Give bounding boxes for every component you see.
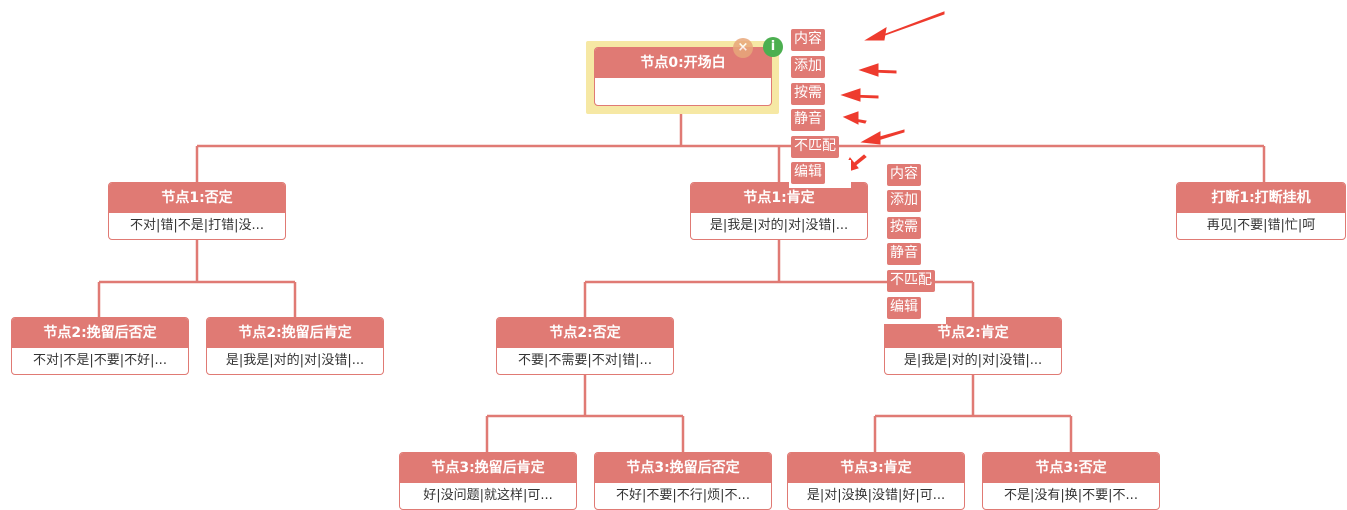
- menu-item-on-demand[interactable]: 按需: [791, 83, 825, 105]
- node-title: 节点1:肯定: [691, 183, 867, 213]
- node-title: 节点3:肯定: [788, 453, 964, 483]
- menu2-item-content[interactable]: 内容: [887, 164, 921, 186]
- menu2-item-mute[interactable]: 静音: [887, 243, 921, 265]
- node-n2-pos[interactable]: 节点2:肯定 是|我是|对的|对|没错|...: [884, 317, 1062, 375]
- node-keywords: 再见|不要|错|忙|呵: [1206, 218, 1316, 233]
- node-title: 节点2:否定: [497, 318, 673, 348]
- node-keywords: 不对|不是|不要|不好|...: [33, 353, 167, 368]
- node-keywords: 不好|不要|不行|烦|不...: [616, 488, 750, 503]
- node-title: 节点2:挽留后肯定: [207, 318, 383, 348]
- menu2-item-edit[interactable]: 编辑: [887, 297, 921, 319]
- annotation-arrows: [840, 11, 945, 174]
- node-n3-pos[interactable]: 节点3:肯定 是|对|没换|没错|好|可...: [787, 452, 965, 510]
- node-title: 节点3:否定: [983, 453, 1159, 483]
- node-n3-retain-pos[interactable]: 节点3:挽留后肯定 好|没问题|就这样|可...: [399, 452, 577, 510]
- node-title: 节点1:否定: [109, 183, 285, 213]
- node-keywords: 是|对|没换|没错|好|可...: [806, 488, 946, 503]
- node-n2-retain-pos[interactable]: 节点2:挽留后肯定 是|我是|对的|对|没错|...: [206, 317, 384, 375]
- connector-n2-pos: [873, 375, 1073, 452]
- node-keywords: 是|我是|对的|对|没错|...: [903, 353, 1043, 368]
- node-n2-neg[interactable]: 节点2:否定 不要|不需要|不对|错|...: [496, 317, 674, 375]
- node-n1-neg[interactable]: 节点1:否定 不对|错|不是|打错|没...: [108, 182, 286, 240]
- node-title: 节点3:挽留后否定: [595, 453, 771, 483]
- connector-root: [195, 114, 1266, 182]
- node-keywords: [595, 78, 771, 104]
- connector-n2-neg: [485, 375, 685, 452]
- info-icon[interactable]: i: [763, 37, 783, 57]
- node-keywords: 是|我是|对的|对|没错|...: [709, 218, 849, 233]
- node-keywords: 不要|不需要|不对|错|...: [518, 353, 652, 368]
- menu2-item-no-match[interactable]: 不匹配: [887, 270, 935, 292]
- node-n3-neg[interactable]: 节点3:否定 不是|没有|换|不要|不...: [982, 452, 1160, 510]
- node-title: 打断1:打断挂机: [1177, 183, 1345, 213]
- node-keywords: 不对|错|不是|打错|没...: [130, 218, 264, 233]
- node-keywords: 是|我是|对的|对|没错|...: [225, 353, 365, 368]
- node-keywords: 不是|没有|换|不要|不...: [1004, 488, 1138, 503]
- menu2-item-add[interactable]: 添加: [887, 190, 921, 212]
- menu-item-mute[interactable]: 静音: [791, 109, 825, 131]
- menu-item-add[interactable]: 添加: [791, 56, 825, 78]
- node-n2-retain-neg[interactable]: 节点2:挽留后否定 不对|不是|不要|不好|...: [11, 317, 189, 375]
- node-title: 节点3:挽留后肯定: [400, 453, 576, 483]
- menu-item-content[interactable]: 内容: [791, 29, 825, 51]
- menu-item-no-match[interactable]: 不匹配: [791, 136, 839, 158]
- node-title: 节点2:挽留后否定: [12, 318, 188, 348]
- connector-n1-pos: [583, 240, 975, 317]
- connector-n1-neg: [97, 240, 297, 317]
- node-keywords: 好|没问题|就这样|可...: [423, 488, 553, 503]
- menu2-item-on-demand[interactable]: 按需: [887, 217, 921, 239]
- menu-item-edit[interactable]: 编辑: [791, 162, 825, 184]
- close-icon[interactable]: ×: [733, 38, 753, 58]
- node-n3-retain-neg[interactable]: 节点3:挽留后否定 不好|不要|不行|烦|不...: [594, 452, 772, 510]
- node-n1-pos[interactable]: 节点1:肯定 是|我是|对的|对|没错|...: [690, 182, 868, 240]
- node-interrupt[interactable]: 打断1:打断挂机 再见|不要|错|忙|呵: [1176, 182, 1346, 240]
